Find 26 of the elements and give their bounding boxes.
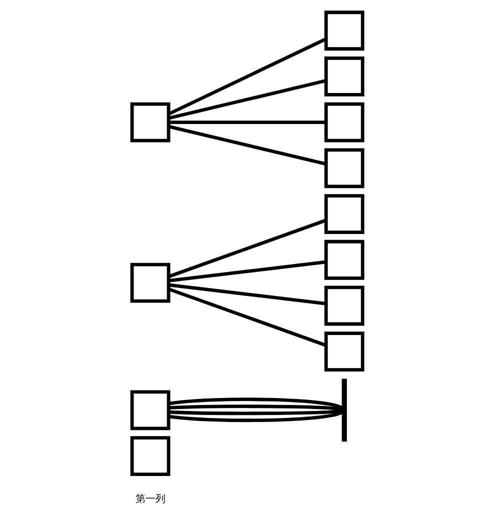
node-bar [342, 378, 347, 442]
node-box [324, 148, 364, 188]
connector [168, 288, 327, 347]
node-box [130, 436, 170, 476]
connector [168, 404, 343, 412]
node-box [324, 240, 364, 280]
node-box [324, 10, 364, 51]
connector [168, 283, 326, 306]
node-box [130, 390, 170, 430]
connector [168, 260, 326, 282]
connector [168, 398, 344, 410]
node-box [130, 102, 170, 142]
connector [168, 78, 326, 120]
connector [168, 120, 326, 124]
node-box [324, 56, 364, 96]
node-box [130, 262, 170, 303]
label: 第一列 [135, 494, 166, 505]
node-box [324, 194, 364, 234]
node-box [324, 102, 364, 142]
node-box [324, 286, 364, 326]
connector [168, 409, 343, 416]
node-box [324, 332, 364, 372]
connector [168, 218, 327, 278]
connector [168, 410, 344, 422]
connector [168, 124, 326, 166]
connector [168, 37, 327, 116]
